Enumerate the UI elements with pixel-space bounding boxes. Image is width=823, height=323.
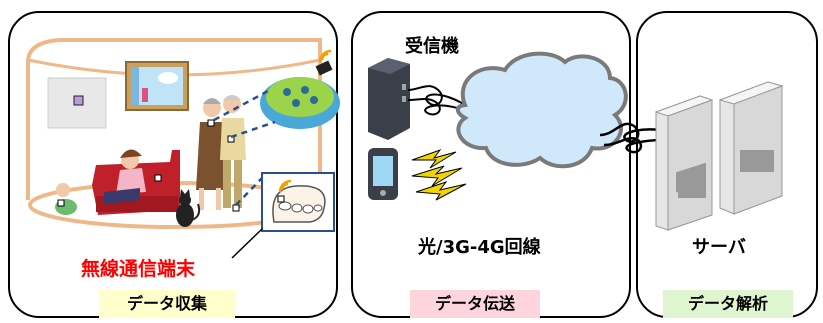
router-icon bbox=[368, 58, 410, 140]
woman-on-sofa-icon bbox=[92, 149, 180, 215]
cat-icon bbox=[176, 189, 201, 227]
collect-badge: データ収集 bbox=[99, 290, 235, 318]
server-icon bbox=[654, 81, 784, 231]
server-label: サーバ bbox=[692, 237, 746, 258]
baby-icon bbox=[55, 183, 77, 215]
elderly-couple-icon bbox=[196, 95, 246, 212]
lightning-icon bbox=[411, 148, 467, 201]
analyze-badge: データ解析 bbox=[663, 290, 793, 318]
receiver-label: 受信機 bbox=[405, 36, 459, 57]
server-cable bbox=[599, 122, 665, 154]
wireless-terminal-label: 無線通信端末 bbox=[81, 258, 196, 280]
receiver-cables bbox=[407, 85, 473, 116]
window-icon bbox=[125, 61, 189, 111]
line-label: 光/3G-4G回線 bbox=[418, 237, 541, 258]
wall-sensor-icon bbox=[47, 77, 107, 129]
dashed-links bbox=[213, 88, 276, 206]
wifi-signal-icon bbox=[318, 49, 332, 63]
sensor-device-icon bbox=[260, 60, 340, 129]
terminal-callout-line bbox=[231, 228, 263, 259]
cloud-icon bbox=[455, 51, 628, 169]
transfer-badge: データ伝送 bbox=[410, 290, 540, 318]
foot-sensor-icon bbox=[261, 172, 335, 232]
smartphone-icon bbox=[368, 148, 398, 200]
